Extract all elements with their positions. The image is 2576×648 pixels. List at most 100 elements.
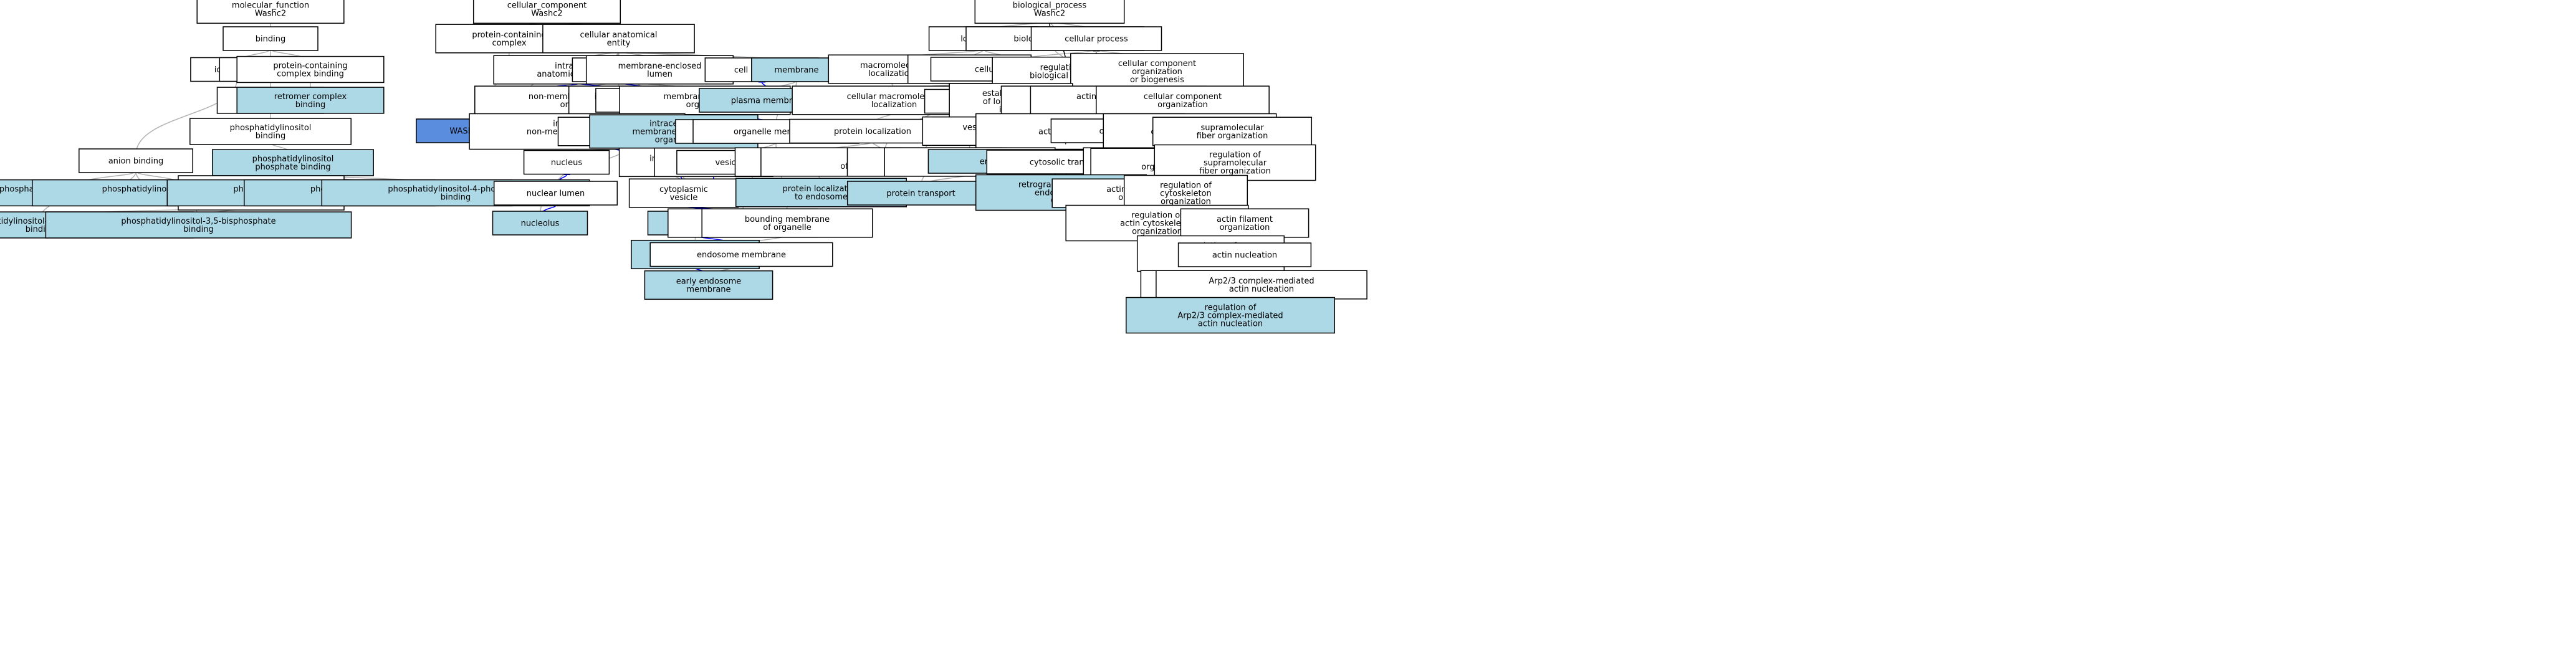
go-term-label: Washc2 [255,9,286,19]
go-term-nucleolus[interactable]: nucleolus [492,211,588,236]
go-term-label: plasma membrane [731,97,808,106]
nodes-layer: molecular_functionWashc2bindingion bindi… [0,0,1367,334]
go-term-label: regulation of [1209,151,1261,160]
go-term-label: Arp2/3 complex-mediated [1209,277,1314,286]
go-term-label: cellular_component [507,1,587,11]
go-term-label: regulation of [1205,303,1257,313]
go-term-label: nucleolus [521,219,560,229]
go-term-label: bounding membrane [745,215,830,224]
go-term-label: cellular anatomical [580,31,658,40]
go-term-label: phosphatidylinositol [252,155,334,164]
go-term-label: cytoskeleton [1160,189,1212,199]
go-term-label: organization [1157,100,1208,110]
go-term-label: phosphatidylinositol-4-phosphate [388,185,523,194]
go-term-label: supramolecular [1200,123,1264,133]
go-term-label: cellular component [1118,59,1196,69]
go-term-label: protein-containing [273,62,347,71]
go-term-label: cytoplasmic [659,185,708,194]
go-term-anion-binding[interactable]: anion binding [79,148,193,173]
go-term-label: actin cytoskeleton [1120,219,1194,229]
go-term-label: actin nucleation [1229,285,1294,294]
go-term-label: endosome membrane [697,250,786,260]
go-term-label: membrane-enclosed [618,62,702,71]
go-term-label: anion binding [108,157,164,166]
go-term-label: organization [1161,198,1211,207]
go-term-label: protein-containing [472,31,546,40]
go-term-label: protein localization [834,127,911,136]
go-term-label: regulation of [1131,211,1183,221]
go-term-label: vesicle [670,193,698,202]
go-term-cell-proc[interactable]: cellular process [1030,26,1162,51]
go-term-label: Washc2 [531,9,562,19]
go-term-label: localization [868,69,914,79]
go-term-prot-t[interactable]: protein transport [846,181,995,206]
go-term-label: binding [295,100,325,110]
go-term-label: Washc2 [1034,9,1065,19]
go-term-label: lumen [647,70,673,79]
go-term-label: or biogenesis [1130,75,1184,85]
go-term-label: actin nucleation [1198,320,1263,329]
go-term-label: cellular process [1065,35,1128,44]
go-term-label: cellular macromolecule [847,92,942,102]
go-term-label: molecular_function [232,1,309,11]
go-term-label: supramolecular [1204,159,1267,168]
go-term-label: early endosome [676,277,742,287]
go-term-pi35bp[interactable]: phosphatidylinositol-3,5-bisphosphatebin… [45,211,352,239]
go-term-label: fiber organization [1199,167,1271,176]
go-term-label: actin filament [1217,215,1273,224]
go-term-label: complex [492,39,526,48]
go-term-label: localization [871,100,917,110]
go-term-nucleus[interactable]: nucleus [523,150,610,175]
go-term-label: binding [256,131,285,141]
go-term-label: complex binding [277,70,344,79]
go-term-label: protein transport [886,189,955,199]
go-term-nl[interactable]: nuclear lumen [493,181,618,206]
go-term-label: binding [441,193,471,202]
go-term-label: Arp2/3 complex-mediated [1177,312,1283,321]
go-term-binding[interactable]: binding [223,26,318,51]
go-term-label: of organelle [763,223,811,232]
go-term-label: binding [183,225,213,234]
go-term-em[interactable]: endosome membrane [649,242,833,267]
go-term-label: entity [607,39,631,48]
go-term-label: organization [1132,67,1182,77]
go-term-label: organization [1220,223,1270,232]
go-term-label: phosphatidylinositol-3,5-bisphosphate [121,217,275,226]
go-term-membrane[interactable]: membrane [751,57,842,82]
go-term-label: cellular component [1144,92,1222,102]
go-term-label: phosphatidylinositol [230,123,312,133]
go-term-an[interactable]: actin nucleation [1177,242,1312,267]
go-term-label: binding [256,35,285,44]
go-term-label: membrane [774,66,818,75]
go-term-label: to endosome [795,193,848,202]
go-term-label: fiber organization [1197,131,1268,141]
go-term-label: macromolecule [860,61,922,70]
go-term-label: nuclear lumen [527,189,585,199]
go-term-label: retromer complex [274,92,347,102]
go-term-label: regulation of [1160,181,1212,191]
go-term-label: phosphate binding [255,163,330,172]
go-term-label: protein localization [783,184,860,194]
go-term-label: actin nucleation [1212,251,1277,260]
go-term-label: nucleus [551,158,582,168]
go-term-label: membrane [686,285,730,295]
